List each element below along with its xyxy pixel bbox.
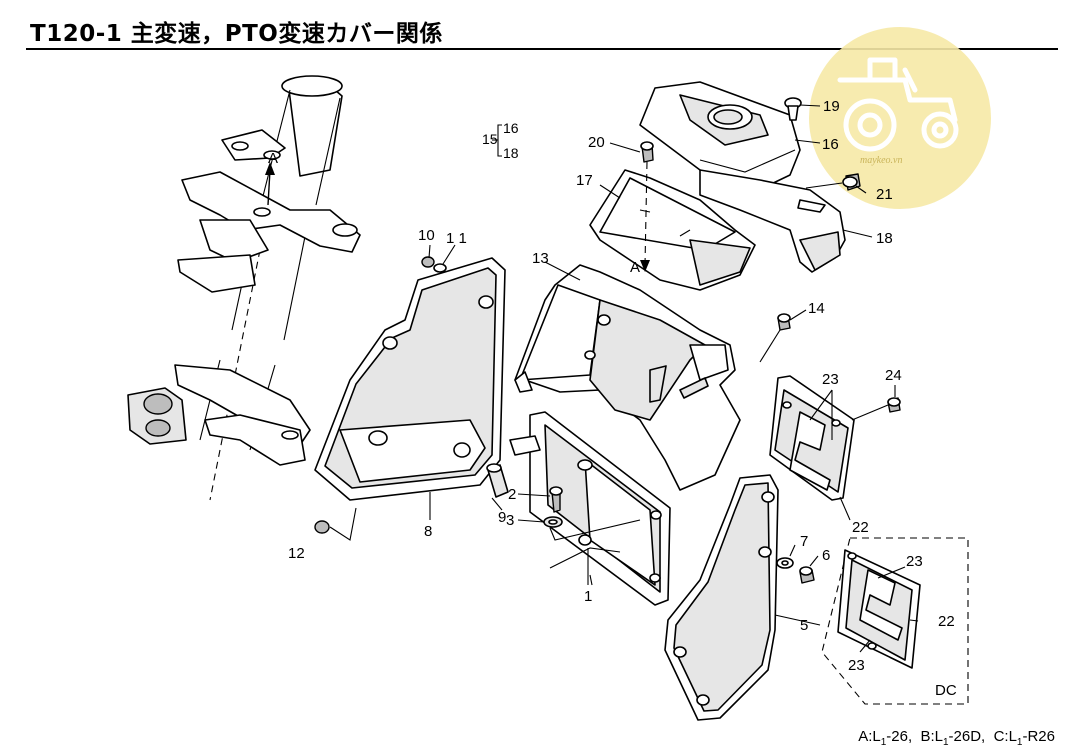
dc-variant-box [821,537,969,705]
footnote-c-sub: 1 [1016,737,1023,748]
part-12-bolt [314,507,357,541]
callout-7: 7 [800,533,808,550]
part-10-11-bolt-washer [421,256,447,273]
callout-2: 2 [508,486,516,503]
part-17-cover-front [589,169,756,291]
footnote-b-sub: 1 [942,737,949,748]
label-arrow-a-1: A [268,150,278,167]
part-13-bracket [689,344,729,381]
callout-23-dc-top: 23 [906,553,923,570]
part-13-center-housing [514,264,741,491]
footnote-b-suffix: -26D, [948,728,986,745]
part-5-side-plate [664,474,779,721]
leader-lines [428,104,919,653]
watermark-circle [809,27,991,209]
callout-labels: 19 16 21 18 20 17 13 14 10 1 1 15 16 18 … [288,98,957,699]
part-13-inner [589,299,706,421]
part-21-bolt [805,173,861,191]
part-24-bolt [851,397,901,421]
title-rule [26,48,1058,50]
footnote-b-prefix: B:L [920,728,943,745]
callout-22-upper: 22 [852,519,869,536]
label-arrow-a-2: A [630,259,640,276]
callout-10: 10 [418,227,435,244]
callout-1: 1 [584,588,592,605]
footnote-a-suffix: -26, [886,728,913,745]
tractor-icon [837,57,959,152]
callout-20: 20 [588,134,605,151]
footnote-c-suffix: -R26 [1022,728,1055,745]
arrow-a2-head [640,260,650,272]
callout-21: 21 [876,186,893,203]
callout-8: 8 [424,523,432,540]
bracket-middle [181,171,361,253]
part-20-bolt [640,141,654,163]
part-16-top-cover [639,81,801,196]
watermark-text: maykeo.vn [860,155,902,166]
callout-13: 13 [532,250,549,267]
model-footnote: A:L1-26, B:L1-26D, C:L1-R26 [858,728,1055,748]
callout-24: 24 [885,367,902,384]
callout-9: 9 [498,509,506,526]
column-centerline [209,249,261,501]
callout-23-upper: 23 [822,371,839,388]
bracket-middle-plate [199,219,269,263]
column-top [281,75,343,97]
part-9-spacer [486,463,509,498]
callout-6: 6 [822,547,830,564]
bracket-lower-plate [204,414,306,466]
callout-14: 14 [808,300,825,317]
callout-23-dc-bottom: 23 [848,657,865,674]
part-14-bolt [777,313,791,331]
watermark-logo: maykeo.vn [809,27,991,209]
callout-15: 15 [482,131,498,147]
part-18-cover-side [699,169,846,273]
part-13-slot [649,365,667,403]
callout-22-dc: 22 [938,613,955,630]
callout-dc: DC [935,682,957,699]
callout-3: 3 [506,512,514,529]
steering-column-assembly: A [127,75,361,501]
assembly-axis [644,161,648,266]
arrow-a-head [265,162,275,175]
group-bracket-15 [497,124,502,157]
callout-5: 5 [800,617,808,634]
part-8-left-cover [314,257,506,501]
callout-17: 17 [576,172,593,189]
callout-18: 18 [876,230,893,247]
bracket-middle-lower [177,254,256,293]
footnote-c-prefix: C:L [993,728,1017,745]
part-19-screw [784,97,802,121]
callout-16: 16 [822,136,839,153]
page-title: T120-1 主変速，PTO変速カバー関係 [30,21,443,47]
callout-15-18: 18 [503,145,519,161]
part-1-plate [509,411,671,606]
part-6-7-bolt-washer [776,557,815,584]
callout-12: 12 [288,545,305,562]
callout-15-16: 16 [503,120,519,136]
arrow-a-shaft [267,169,271,206]
callout-11: 1 1 [446,230,467,247]
footnote-a-prefix: A:L [858,728,881,745]
callout-19: 19 [823,98,840,115]
footnote-a-sub: 1 [880,737,887,748]
part-22-23-upper-pad [769,375,855,501]
